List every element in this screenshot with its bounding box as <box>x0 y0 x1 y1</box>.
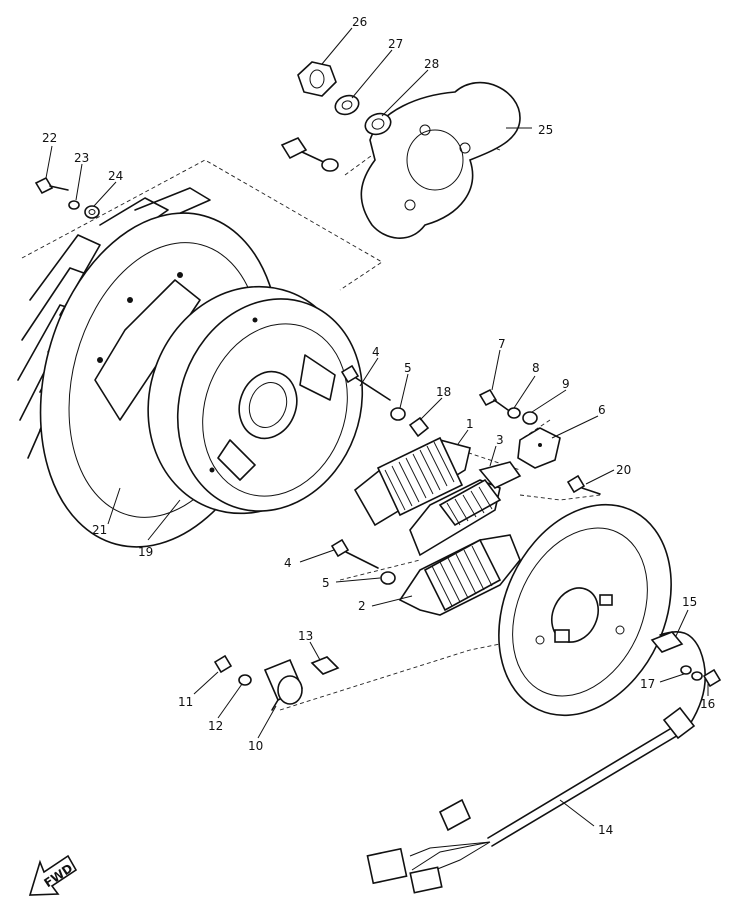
lock-washer <box>334 94 360 116</box>
callout-23: 23 <box>74 151 89 165</box>
callout-4-lower: 4 <box>284 556 292 570</box>
fwd-marker: FWD <box>28 854 78 896</box>
callout-5-upper: 5 <box>404 361 412 375</box>
lighting-coil <box>398 534 521 616</box>
callout-leaders <box>45 27 709 827</box>
condenser <box>263 658 304 711</box>
callout-3: 3 <box>496 433 504 447</box>
contact-screw <box>478 388 509 411</box>
stator-plate <box>498 503 672 717</box>
callout-labels: 26 27 28 25 22 23 24 4 5 18 7 8 9 6 1 3 … <box>42 15 715 837</box>
callout-8: 8 <box>532 361 540 375</box>
clamp-screw <box>680 665 722 688</box>
grommet-13 <box>310 656 340 675</box>
callout-13: 13 <box>298 629 313 643</box>
callout-9: 9 <box>562 377 570 391</box>
magneto-rotor <box>147 285 364 515</box>
callout-28: 28 <box>424 57 439 71</box>
callout-1: 1 <box>466 417 474 431</box>
callout-11: 11 <box>178 695 193 709</box>
callout-22: 22 <box>42 131 57 145</box>
spring-washer-8 <box>507 407 521 419</box>
callout-25: 25 <box>538 123 553 137</box>
callout-2: 2 <box>358 599 366 613</box>
callout-21: 21 <box>92 523 107 537</box>
stator-screw-upper <box>340 364 391 401</box>
flat-washer <box>364 112 392 136</box>
fan-screw <box>34 176 100 219</box>
pulser-coil <box>409 461 522 557</box>
condenser-washer <box>238 674 252 686</box>
arrow-icon <box>28 854 78 896</box>
spacer-18 <box>408 416 430 438</box>
cover-plate <box>360 81 521 239</box>
callout-6: 6 <box>598 403 606 417</box>
wiring-harness <box>366 631 706 894</box>
callout-17: 17 <box>640 677 655 691</box>
washer-9 <box>522 411 538 425</box>
condenser-screw <box>213 654 233 674</box>
plate-screw <box>280 136 339 172</box>
callout-24: 24 <box>108 169 123 183</box>
contact-breaker <box>517 427 561 469</box>
callout-12: 12 <box>208 719 223 733</box>
callout-18: 18 <box>436 385 451 399</box>
callout-14: 14 <box>598 823 613 837</box>
callout-20: 20 <box>616 463 631 477</box>
callout-19: 19 <box>138 545 153 559</box>
callout-10: 10 <box>248 739 263 753</box>
washer-upper <box>390 407 406 421</box>
cord-clamp <box>650 631 684 653</box>
callout-7: 7 <box>498 337 506 351</box>
screw-20 <box>566 474 601 495</box>
callout-16: 16 <box>700 697 715 711</box>
charging-coil <box>353 436 471 527</box>
callout-5-lower: 5 <box>322 576 330 590</box>
callout-26: 26 <box>352 15 367 29</box>
callout-15: 15 <box>682 595 697 609</box>
callout-4-upper: 4 <box>372 345 380 359</box>
hex-nut <box>297 61 337 97</box>
callout-27: 27 <box>388 37 403 51</box>
stator-screw-lower <box>330 538 396 585</box>
